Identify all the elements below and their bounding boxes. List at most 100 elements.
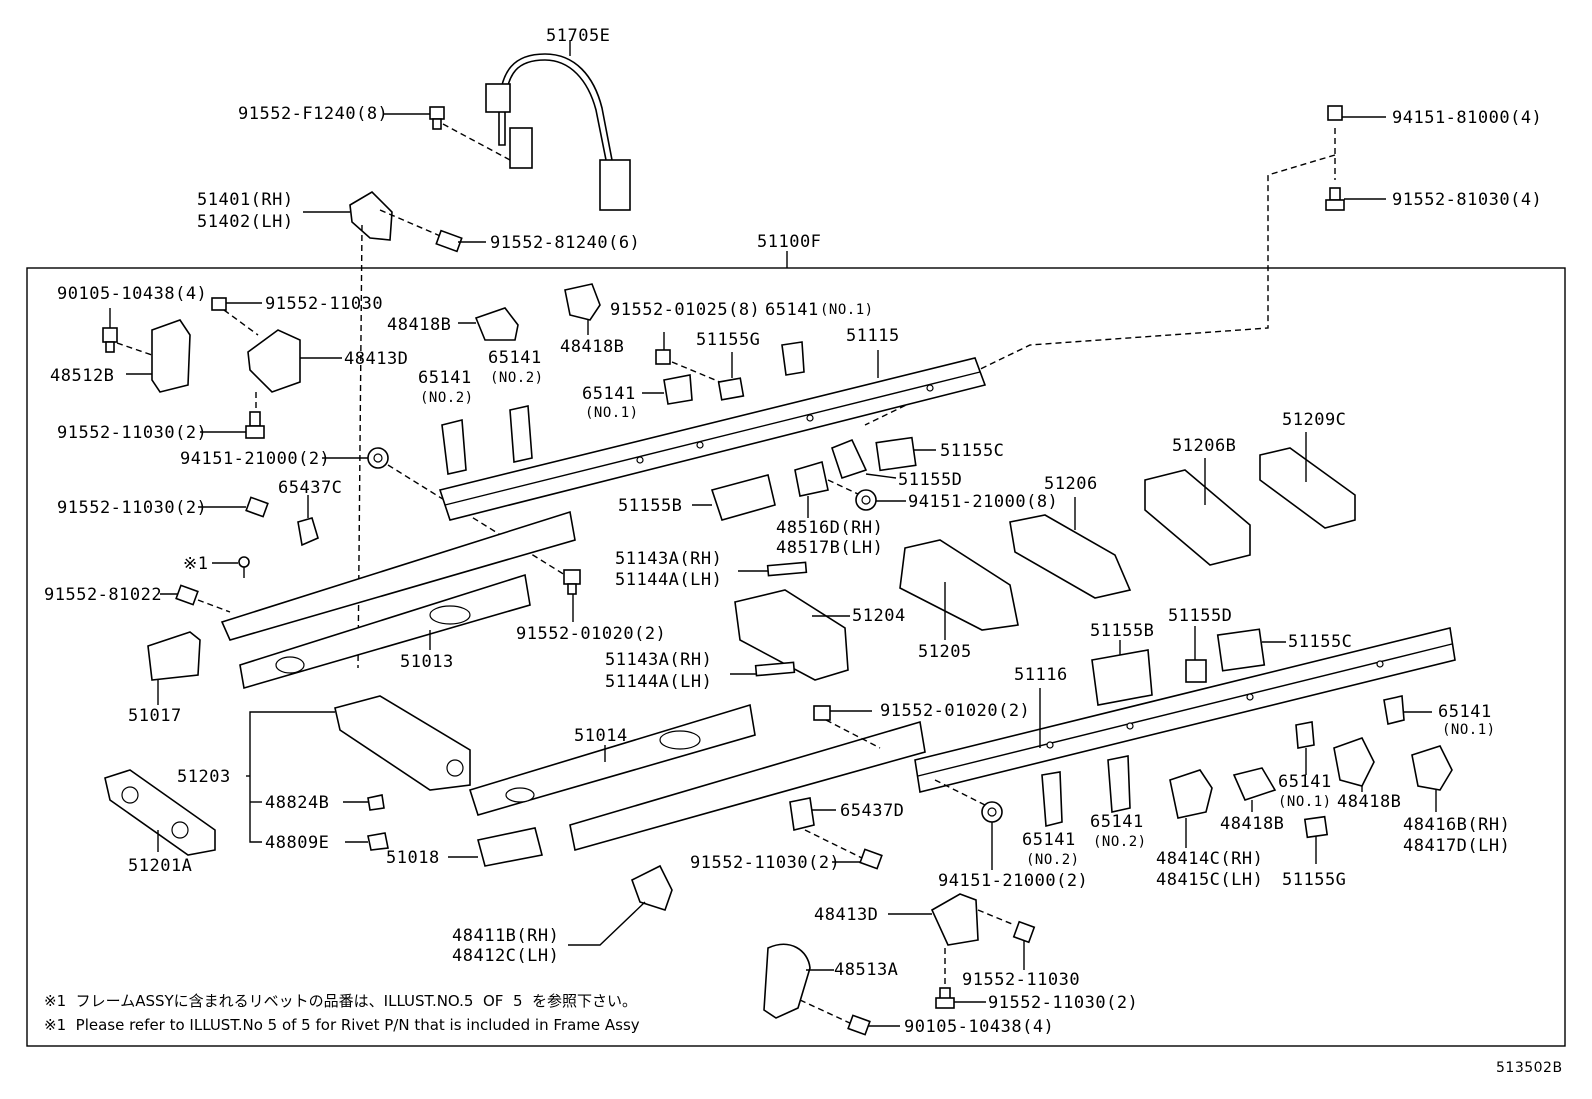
part-48824B (367, 794, 385, 811)
part-51209C (1259, 447, 1356, 529)
label-91552-81022: 91552-81022 (44, 585, 163, 605)
part-65141-no1-d (1295, 721, 1315, 749)
label-65141-no2-c-sub: (NO.2) (1026, 852, 1080, 868)
label-65141-no1-c: 65141 (1438, 702, 1492, 722)
part-48418B-a (474, 307, 519, 341)
label-48824B: 48824B (265, 793, 330, 813)
bolt-90105-10438-b (847, 1014, 871, 1036)
label-91552-01020-a: 91552-01020(2) (516, 624, 667, 644)
part-65141-no2-d (1107, 755, 1131, 813)
label-51402: 51402(LH) (197, 212, 294, 232)
label-65141-no2-a-sub: (NO.2) (420, 390, 474, 406)
label-48411B: 48411B(RH) (452, 926, 560, 946)
label-65141-no1-d-sub: (NO.1) (1278, 794, 1332, 810)
label-94151-21000-8: 94151-21000(8) (908, 492, 1059, 512)
part-65141-no1-c (1383, 695, 1405, 725)
label-51209C: 51209C (1282, 410, 1347, 430)
part-51155G-b (1303, 815, 1329, 839)
bolt-91552-F1240 (429, 106, 445, 130)
part-51203 (334, 695, 471, 791)
label-65141-no2-a: 65141 (418, 368, 472, 388)
part-51014 (468, 703, 926, 852)
label-65141-no2-c: 65141 (1022, 830, 1076, 850)
label-51018: 51018 (386, 848, 440, 868)
label-65141-no1-a: 65141 (765, 300, 819, 320)
part-51155G-a (717, 377, 745, 401)
label-91552-11030-2b: 91552-11030(2) (57, 498, 208, 518)
bolt-91552-11030-2a (245, 411, 265, 439)
bolt-91552-01020-a (563, 569, 581, 595)
label-51017: 51017 (128, 706, 182, 726)
bolt-91552-11030-2d (935, 987, 955, 1009)
bolt-90105-10438-a (102, 327, 118, 353)
part-48411B (631, 864, 673, 911)
label-65141-no1-c-sub: (NO.1) (1442, 722, 1496, 738)
label-65141-no2-b-sub: (NO.2) (490, 370, 544, 386)
label-91552-81030: 91552-81030(4) (1392, 190, 1543, 210)
label-51143A-a: 51143A(RH) (615, 549, 723, 569)
part-48418B-b (564, 283, 601, 321)
label-48513A: 48513A (834, 960, 899, 980)
part-48414C (1169, 769, 1213, 819)
label-51155C-b: 51155C (1288, 632, 1353, 652)
nut-94151-21000-b (855, 489, 877, 511)
part-48516D (794, 460, 829, 497)
label-51013: 51013 (400, 652, 454, 672)
label-51155B-b: 51155B (1090, 621, 1155, 641)
part-51155D-a (831, 438, 868, 480)
part-65141-no1-b (663, 374, 693, 405)
bolt-91552-81030 (1325, 187, 1345, 211)
label-65141-no2-d-sub: (NO.2) (1093, 834, 1147, 850)
part-48418B-d (1333, 737, 1375, 787)
label-65437C: 65437C (278, 478, 343, 498)
label-51204: 51204 (852, 606, 906, 626)
bolt-91552-01020-b (813, 705, 831, 721)
label-94151-21000-2b: 94151-21000(2) (938, 871, 1089, 891)
label-51206: 51206 (1044, 474, 1098, 494)
label-65141-no2-d: 65141 (1090, 812, 1144, 832)
part-51116 (914, 627, 1456, 793)
part-48513A (763, 943, 811, 1019)
label-51144A-a: 51144A(LH) (615, 570, 723, 590)
note-japanese: ※1 フレームASSYに含まれるリベットの品番は、ILLUST.NO.5 OF … (44, 992, 638, 1010)
label-51705E: 51705E (546, 26, 611, 46)
label-65141-no1-a-sub: (NO.1) (820, 302, 874, 318)
label-51155G-a: 51155G (696, 330, 761, 350)
part-51018 (477, 827, 543, 867)
label-51201A: 51201A (128, 856, 193, 876)
label-51115: 51115 (846, 326, 900, 346)
part-48418B-c (1232, 767, 1277, 801)
bolt-91552-11030-b (1012, 920, 1036, 944)
label-90105-10438-a: 90105-10438(4) (57, 284, 208, 304)
label-51206B: 51206B (1172, 436, 1237, 456)
part-51143A-a (766, 561, 808, 577)
label-91552-01020-b: 91552-01020(2) (880, 701, 1031, 721)
label-65141-no1-d: 65141 (1278, 772, 1332, 792)
illustration-code: 513502B (1496, 1060, 1563, 1076)
part-65141-no2-a (441, 418, 467, 475)
label-48517B: 48517B(LH) (776, 538, 884, 558)
label-91552-F1240: 91552-F1240(8) (238, 104, 389, 124)
label-51155G-b: 51155G (1282, 870, 1347, 890)
part-51017 (147, 631, 201, 681)
label-51203: 51203 (177, 767, 231, 787)
label-48417D: 48417D(LH) (1403, 836, 1511, 856)
part-51013 (220, 510, 576, 690)
label-48516D: 48516D(RH) (776, 518, 884, 538)
bolt-91552-81240 (435, 229, 463, 253)
part-65141-no1-a (781, 341, 805, 376)
label-48418B-c: 48418B (1220, 814, 1285, 834)
bolt-91552-11030-a (211, 297, 227, 311)
label-91552-11030-2d: 91552-11030(2) (988, 993, 1139, 1013)
label-51014: 51014 (574, 726, 628, 746)
part-48416B (1411, 745, 1453, 791)
label-51205: 51205 (918, 642, 972, 662)
label-48415C: 48415C(LH) (1156, 870, 1264, 890)
label-48414C: 48414C(RH) (1156, 849, 1264, 869)
part-51155C-a (875, 436, 917, 472)
label-65437D: 65437D (840, 801, 905, 821)
part-48413D-a (247, 329, 301, 393)
frame-assy-border (26, 267, 1566, 1047)
